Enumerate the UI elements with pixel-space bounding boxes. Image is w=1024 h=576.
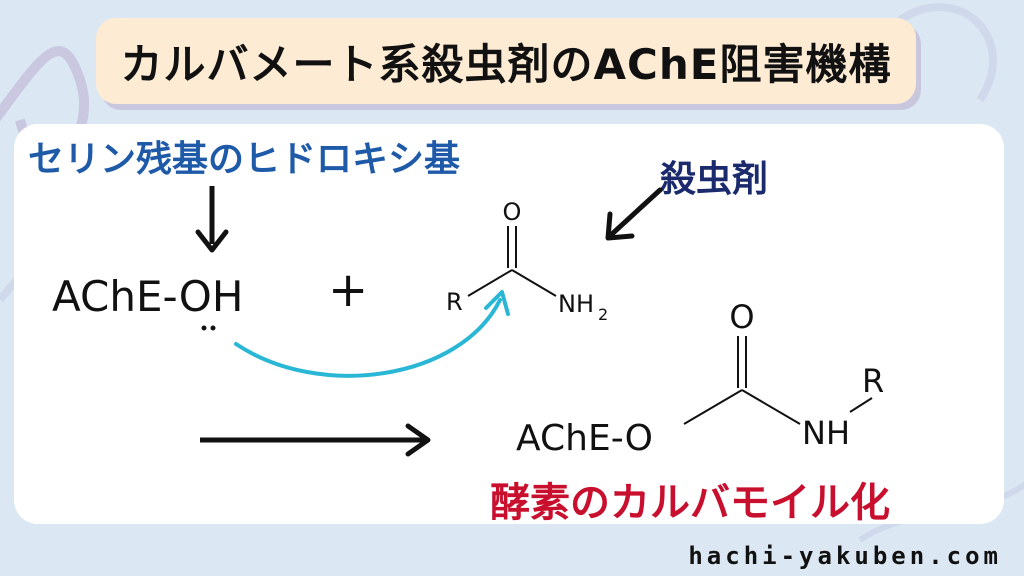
plus-sign: + <box>328 262 369 318</box>
title-banner: カルバメート系殺虫剤のAChE阻害機構 <box>96 18 916 104</box>
website-url: hachi-yakuben.com <box>688 542 1002 570</box>
page-title: カルバメート系殺虫剤のAChE阻害機構 <box>120 39 892 89</box>
pointer-arrow-icon <box>605 187 663 241</box>
product-r-group: R <box>862 362 884 400</box>
carbamoylation-label: 酵素のカルバモイル化 <box>490 480 890 526</box>
serine-hydroxyl-label: セリン残基のヒドロキシ基 <box>28 139 461 180</box>
carbamate-r-group: R <box>446 288 463 316</box>
product-molecule: AChE-O O NH R <box>516 298 884 459</box>
reaction-arrow-icon <box>200 423 431 457</box>
lone-pair-dots <box>201 325 216 331</box>
carbamate-subscript: 2 <box>598 305 608 324</box>
carbamate-molecule: O R NH 2 <box>446 198 608 324</box>
down-arrow-icon <box>195 186 229 253</box>
product-enzyme-part: AChE-O <box>516 418 653 459</box>
carbamate-amine: NH <box>558 290 594 318</box>
ache-oh-formula: AChE-OH <box>52 272 244 321</box>
carbamate-oxygen: O <box>503 198 522 226</box>
product-oxygen: O <box>729 298 754 336</box>
curved-attack-arrow <box>234 290 510 378</box>
diagram-card <box>14 124 1004 524</box>
insecticide-label: 殺虫剤 <box>660 159 769 200</box>
product-amine: NH <box>802 414 850 452</box>
